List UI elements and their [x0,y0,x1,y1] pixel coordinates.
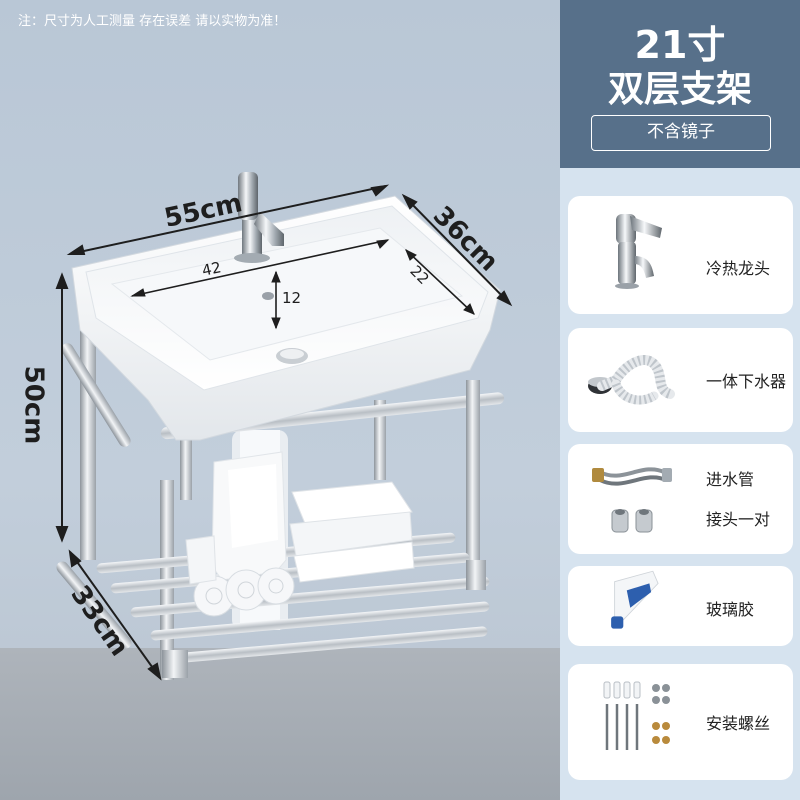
dimension-basin-height: 12 [282,289,302,307]
accessories-panel: 21寸 双层支架 不含镜子 冷热龙头 一体下水器 [560,0,800,800]
panel-header: 21寸 双层支架 不含镜子 [560,0,800,168]
accessory-card-screws: 安装螺丝 [568,664,793,780]
rack-type-title: 双层支架 [607,69,752,110]
screws-icon [603,681,670,750]
accessory-label-inlet-hose: 进水管 [706,470,755,489]
accessory-label-connectors: 接头一对 [706,510,771,529]
sink-illustration [55,172,513,681]
accessory-card-drain: 一体下水器 [568,328,793,432]
measurement-note: 注：尺寸为人工测量 存在误差 请以实物为准！ [18,14,287,29]
glue-tube-icon [611,570,659,629]
accessory-label-faucet: 冷热龙头 [706,259,771,278]
inlet-hose-icon [592,467,672,533]
faucet-icon [615,214,662,289]
accessory-label-glue: 玻璃胶 [706,600,755,619]
accessory-label-drain: 一体下水器 [706,372,787,391]
accessory-card-faucet: 冷热龙头 [568,196,793,314]
drain-hose-icon [588,355,675,405]
floor [0,648,560,800]
accessory-card-inlet-hose: 进水管 接头一对 [568,444,793,554]
accessory-card-glue: 玻璃胶 [568,566,793,646]
dimension-height: 50cm [18,365,49,445]
size-title: 21寸 [634,23,726,67]
no-mirror-badge: 不含镜子 [591,115,771,151]
accessory-label-screws: 安装螺丝 [706,714,771,733]
product-scene: 注：尺寸为人工测量 存在误差 请以实物为准！ 55cm 36cm 50cm 33… [0,0,560,800]
